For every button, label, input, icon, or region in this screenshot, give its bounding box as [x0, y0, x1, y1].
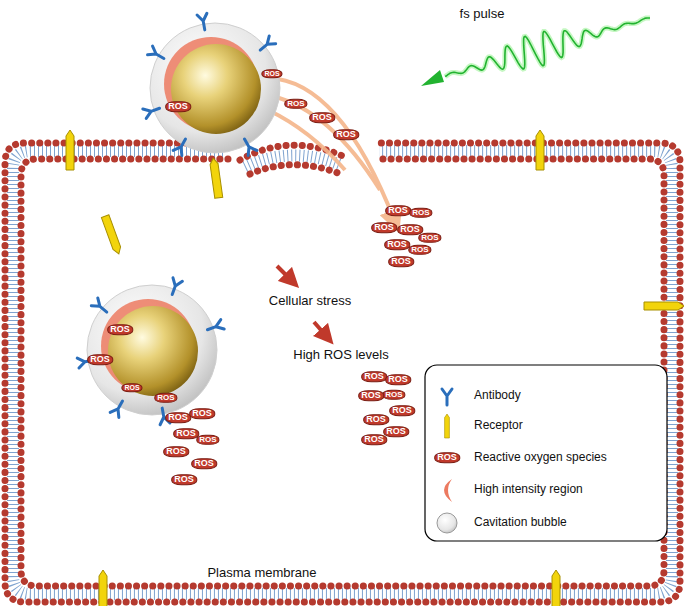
- ros-badge: ROS: [383, 426, 409, 437]
- ros-badge: ROS: [121, 383, 142, 392]
- annotation-label: High ROS levels: [293, 348, 388, 363]
- ros-badge: ROS: [434, 452, 460, 463]
- ros-badge: ROS: [163, 446, 189, 457]
- legend-crescent: [444, 479, 452, 502]
- antibody: [206, 320, 224, 335]
- ros-badge: ROS: [171, 474, 197, 485]
- ros-badge: ROS: [333, 129, 359, 140]
- legend-text: High intensity region: [474, 483, 583, 497]
- ros-badge: ROS: [309, 112, 335, 123]
- ros-badge: ROS: [196, 435, 219, 445]
- fs-pulse: [421, 18, 650, 86]
- ros-badge: ROS: [189, 408, 215, 419]
- ros-badge: ROS: [385, 374, 411, 385]
- legend-antibody: [442, 389, 452, 405]
- top-nanoparticle: [150, 23, 280, 153]
- ros-badge: ROS: [284, 99, 307, 109]
- ros-badge: ROS: [261, 69, 282, 78]
- ros-badge: ROS: [165, 412, 191, 423]
- ros-badge: ROS: [361, 434, 387, 445]
- legend-bubble: [437, 513, 457, 533]
- ros-badge: ROS: [418, 233, 441, 243]
- ros-badge: ROS: [165, 101, 191, 112]
- antibody: [168, 278, 183, 296]
- annotation-label: Plasma membrane: [207, 566, 316, 581]
- antibody: [240, 137, 257, 156]
- ros-badge: ROS: [361, 371, 387, 382]
- legend-text: Antibody: [474, 389, 521, 403]
- ros-trajectories: [268, 78, 395, 222]
- antibody: [197, 13, 210, 30]
- receptors: [66, 130, 684, 606]
- antibody: [110, 399, 127, 418]
- annotation-label: Cellular stress: [269, 294, 351, 309]
- ros-badge: ROS: [173, 428, 199, 439]
- lower-nanoparticle: [87, 285, 217, 415]
- legend-text: Receptor: [474, 419, 523, 433]
- lipid-tails: [13, 151, 672, 594]
- ros-badge: ROS: [382, 390, 405, 400]
- antibody: [257, 36, 276, 54]
- antibodies: [77, 13, 275, 425]
- ros-badge: ROS: [363, 414, 389, 425]
- antibody: [91, 298, 110, 316]
- lipid-heads: [5, 143, 680, 602]
- legend-text: Cavitation bubble: [474, 516, 567, 530]
- ros-badge: ROS: [107, 324, 133, 335]
- ros-badge: ROS: [191, 458, 217, 469]
- ros-badge: ROS: [385, 205, 411, 216]
- ros-badge: ROS: [388, 256, 414, 267]
- ros-badge: ROS: [409, 208, 432, 218]
- legend-receptor: [445, 414, 450, 438]
- antibody: [173, 137, 190, 156]
- ros-badge: ROS: [389, 405, 415, 416]
- ros-badge: ROS: [384, 239, 410, 250]
- ros-badge: ROS: [371, 222, 397, 233]
- antibody: [148, 46, 167, 63]
- legend-box: [425, 365, 667, 541]
- ros-badge: ROS: [408, 245, 431, 255]
- ros-badge: ROS: [154, 393, 177, 403]
- ros-badge: ROS: [358, 390, 384, 401]
- ros-badge: ROS: [87, 354, 113, 365]
- annotation-label: fs pulse: [460, 7, 505, 22]
- legend-text: Reactive oxygen species: [474, 451, 607, 465]
- antibody: [143, 104, 161, 119]
